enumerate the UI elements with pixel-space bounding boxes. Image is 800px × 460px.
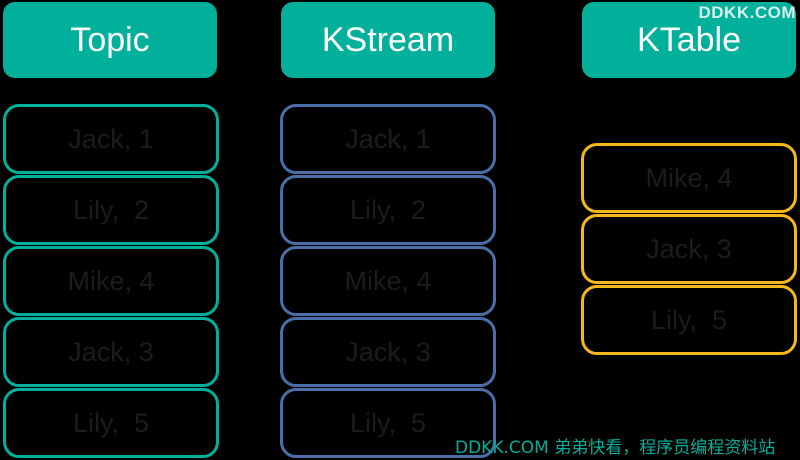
topic-record: Lily, 2 — [3, 175, 219, 245]
topic-record: Lily, 5 — [3, 388, 219, 458]
topic-record: Mike, 4 — [3, 246, 219, 316]
topic-header: Topic — [3, 2, 217, 78]
kstream-header: KStream — [281, 2, 495, 78]
watermark-bottom: DDKK.COM 弟弟快看，程序员编程资料站 — [455, 438, 776, 458]
watermark-top: DDKK.COM — [698, 3, 796, 22]
ktable-header: KTable — [582, 2, 796, 78]
ktable-record: Lily, 5 — [581, 285, 797, 355]
kstream-record: Jack, 3 — [280, 317, 496, 387]
kstream-record: Mike, 4 — [280, 246, 496, 316]
kstream-record: Jack, 1 — [280, 104, 496, 174]
ktable-record: Jack, 3 — [581, 214, 797, 284]
kstream-record: Lily, 5 — [280, 388, 496, 458]
topic-record: Jack, 1 — [3, 104, 219, 174]
kstream-record: Lily, 2 — [280, 175, 496, 245]
ktable-record: Mike, 4 — [581, 143, 797, 213]
topic-record: Jack, 3 — [3, 317, 219, 387]
